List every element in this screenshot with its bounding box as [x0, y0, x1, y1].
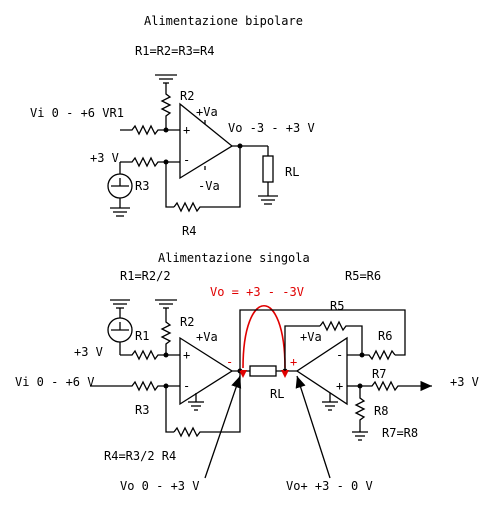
- opamp-top: [179, 102, 234, 180]
- r4-top-label: R4: [182, 224, 196, 238]
- bipolar-resistor-note: R1=R2=R3=R4: [135, 44, 214, 58]
- resistor-r2-bottom: [160, 318, 172, 355]
- single-title: Alimentazione singola: [158, 251, 310, 265]
- plus-va-top: +Va: [196, 105, 218, 119]
- ground-symbol-top-r2: [155, 74, 177, 90]
- opamp-top-minus: -: [183, 153, 190, 167]
- ground-symbol-bottom-top: [110, 299, 177, 309]
- bipolar-title: Alimentazione bipolare: [144, 14, 303, 28]
- rl-bottom-label: RL: [270, 387, 284, 401]
- resistor-r8: [354, 386, 366, 432]
- out-v-label: +3 V: [450, 375, 479, 389]
- r1-bottom-label: R1: [135, 329, 149, 343]
- bipolar-circuit: Alimentazione bipolare R1=R2=R3=R4 R2 Vi…: [30, 14, 315, 238]
- note-r5-r6: R5=R6: [345, 269, 381, 283]
- red-minus-sign: -: [226, 355, 233, 369]
- r8-label: R8: [374, 404, 388, 418]
- plus-va-bottom-right: +Va: [300, 330, 322, 344]
- resistor-r7: [360, 380, 415, 392]
- red-plus-sign: +: [290, 355, 297, 369]
- opamp-right-minus: -: [336, 348, 343, 362]
- ground-symbol-top-source: [110, 207, 130, 217]
- arrow-vo-left: [204, 375, 242, 479]
- vi-bottom-label: Vi 0 - +6 V: [15, 375, 94, 389]
- resistor-rl-top: [262, 155, 274, 183]
- vo-top-label: Vo -3 - +3 V: [228, 121, 315, 135]
- single-supply-circuit: Alimentazione singola R1=R2/2 R5=R6 Vo =…: [15, 251, 479, 493]
- opamp-right-plus: +: [336, 379, 343, 393]
- ground-symbol-opamp-right: [322, 401, 338, 411]
- opamp-left-minus: -: [183, 379, 190, 393]
- resistor-r3-top: [122, 156, 180, 168]
- r3-bottom-label: R3: [135, 403, 149, 417]
- r7-label: R7: [372, 367, 386, 381]
- vo-right-label: Vo+ +3 - 0 V: [286, 479, 373, 493]
- ground-symbol-r8: [352, 431, 368, 441]
- r5-label: R5: [330, 299, 344, 313]
- note-r4-r3: R4=R3/2 R4: [104, 449, 176, 463]
- r2-top-label: R2: [180, 89, 194, 103]
- r6-label: R6: [378, 329, 392, 343]
- note-r7-r8: R7=R8: [382, 426, 418, 440]
- vi-r1-top-label: Vi 0 - +6 VR1: [30, 106, 124, 120]
- resistor-r1-bottom: [120, 349, 180, 361]
- resistor-r3-bottom: [90, 380, 180, 392]
- vo-left-label: Vo 0 - +3 V: [120, 479, 199, 493]
- resistor-r4-bottom: [173, 371, 241, 438]
- vo-arc-red: [242, 305, 286, 369]
- r2-bottom-label: R2: [180, 315, 194, 329]
- resistor-r4-top: [173, 146, 241, 213]
- resistor-r6: [362, 349, 396, 361]
- opamp-left-plus: +: [183, 348, 190, 362]
- resistor-r5: [319, 320, 363, 356]
- minus-va-top: -Va: [198, 179, 220, 193]
- note-r1-r2: R1=R2/2: [120, 269, 171, 283]
- resistor-r2-top: [160, 90, 172, 130]
- opamp-bottom-right: [295, 336, 348, 406]
- arrow-vo-right: [295, 375, 331, 479]
- opamp-top-plus: +: [183, 123, 190, 137]
- resistor-rl-bottom: [249, 365, 277, 377]
- opamp-bottom-left: [179, 336, 234, 406]
- vo-differential-label: Vo = +3 - -3V: [210, 285, 304, 299]
- resistor-r1-top: [120, 124, 180, 136]
- rl-top-label: RL: [285, 165, 299, 179]
- ground-symbol-top-rl: [258, 195, 278, 205]
- plus-va-bottom-left: +Va: [196, 330, 218, 344]
- ref-v-top-label: +3 V: [90, 151, 119, 165]
- ref-v-bottom-label: +3 V: [74, 345, 103, 359]
- r3-top-label: R3: [135, 179, 149, 193]
- ground-symbol-opamp-left: [188, 401, 204, 411]
